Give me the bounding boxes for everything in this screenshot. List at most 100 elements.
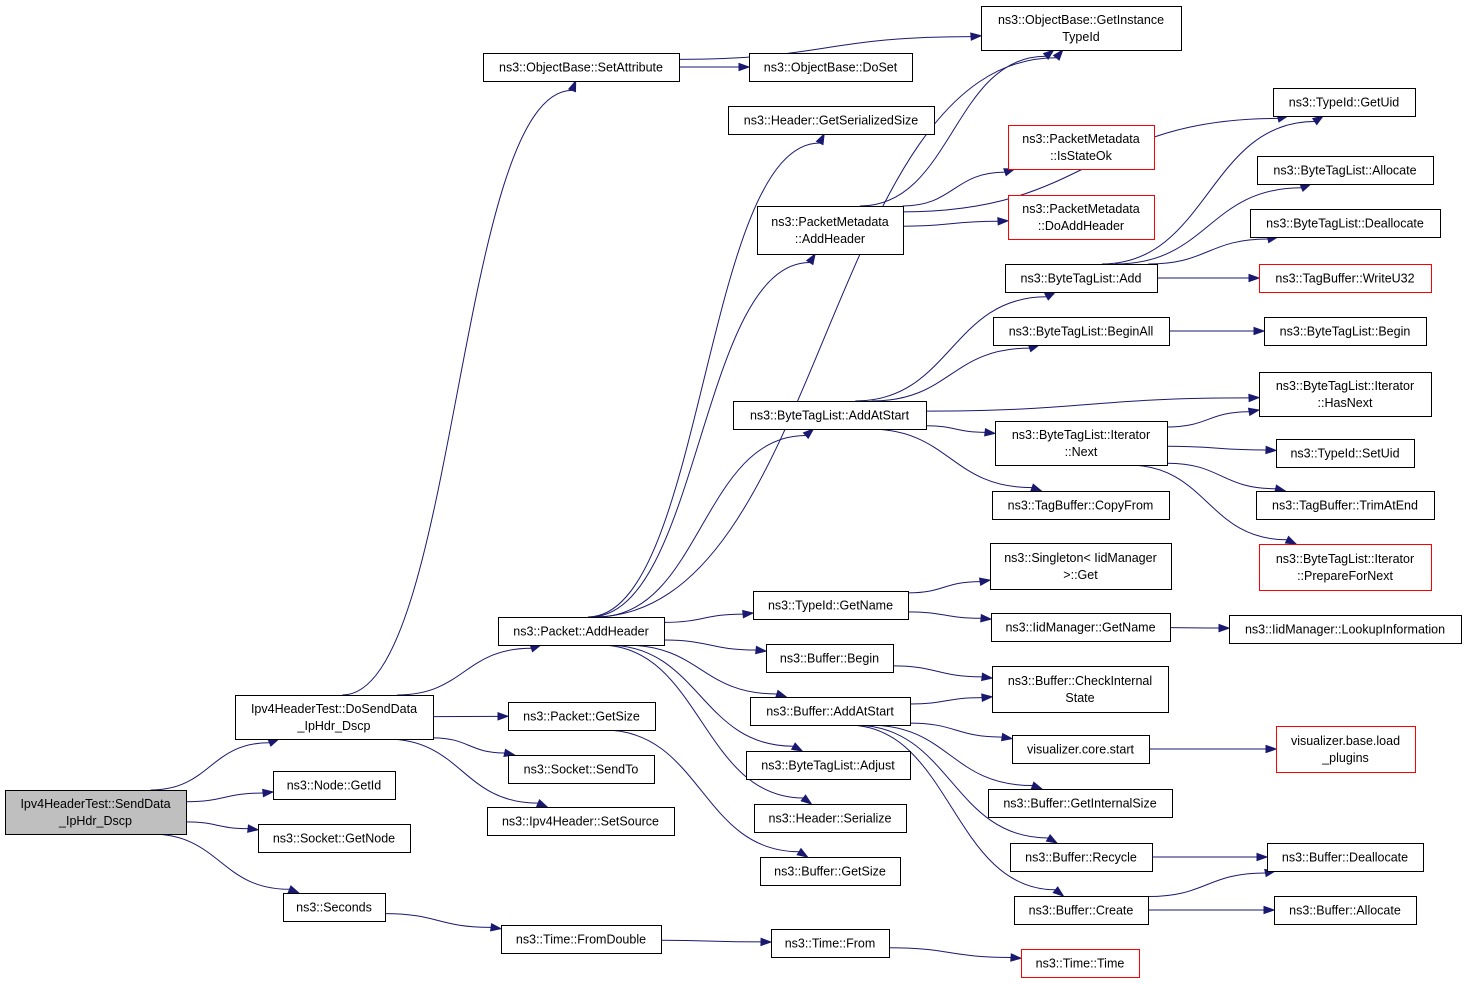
call-edge-pmaddheader-to-getinsttype: [859, 55, 1046, 207]
node-tbwrite[interactable]: ns3::TagBuffer::WriteU32: [1259, 264, 1432, 293]
arrowhead: [800, 794, 813, 805]
node-btladjust[interactable]: ns3::ByteTagList::Adjust: [746, 751, 911, 780]
node-btlbegin[interactable]: ns3::ByteTagList::Begin: [1264, 317, 1427, 346]
arrowhead: [805, 252, 816, 266]
node-btlprep[interactable]: ns3::ByteTagList::Iterator::PrepareForNe…: [1259, 544, 1432, 591]
node-label: ns3::IidManager::LookupInformation: [1245, 623, 1445, 637]
node-label: ns3::ByteTagList::Add: [1021, 272, 1142, 286]
node-bufcreate[interactable]: ns3::Buffer::Create: [1014, 896, 1149, 925]
node-btlalloc[interactable]: ns3::ByteTagList::Allocate: [1257, 156, 1434, 185]
node-btlhasnext[interactable]: ns3::ByteTagList::Iterator::HasNext: [1259, 372, 1432, 417]
node-visbase[interactable]: visualizer.base.load_plugins: [1276, 726, 1416, 773]
node-pmisstate[interactable]: ns3::PacketMetadata::IsStateOk: [1008, 125, 1155, 170]
call-edge-pktaddheader-to-typeidgetname: [663, 613, 744, 623]
node-iidlookup[interactable]: ns3::IidManager::LookupInformation: [1229, 615, 1462, 644]
node-label: ns3::ObjectBase::SetAttribute: [499, 61, 663, 75]
node-btlnext[interactable]: ns3::ByteTagList::Iterator::Next: [995, 421, 1168, 466]
call-edge-pktaddheader-to-btladjust: [606, 644, 794, 747]
node-bufgetsize[interactable]: ns3::Buffer::GetSize: [760, 857, 901, 886]
node-box: [988, 789, 1173, 818]
arrowhead: [984, 427, 997, 437]
node-btlbeginall[interactable]: ns3::ByteTagList::BeginAll: [993, 317, 1170, 346]
arrowhead: [981, 672, 994, 682]
node-typeidsetuid[interactable]: ns3::TypeId::SetUid: [1276, 439, 1415, 468]
node-label: ns3::Buffer::Deallocate: [1282, 851, 1408, 865]
node-label: ns3::ByteTagList::Allocate: [1273, 164, 1416, 178]
node-typeidgetuid[interactable]: ns3::TypeId::GetUid: [1273, 88, 1416, 117]
node-label: ns3::ByteTagList::Adjust: [761, 759, 895, 773]
node-pmaddheader[interactable]: ns3::PacketMetadata::AddHeader: [757, 206, 904, 255]
node-label: ns3::TypeId::GetName: [768, 599, 893, 613]
call-nodes: Ipv4HeaderTest::SendData_IpHdr_Dscp Ipv4H…: [5, 6, 1462, 978]
node-setattr[interactable]: ns3::ObjectBase::SetAttribute: [483, 53, 680, 82]
node-btladdatstart[interactable]: ns3::ByteTagList::AddAtStart: [733, 401, 927, 430]
node-nodegetid[interactable]: ns3::Node::GetId: [273, 771, 396, 800]
arrowhead: [1265, 445, 1278, 455]
call-edge-dosend-to-pktaddheader: [397, 647, 532, 696]
node-timefromdouble[interactable]: ns3::Time::FromDouble: [501, 925, 662, 954]
arrowhead: [815, 132, 825, 146]
node-pktaddheader[interactable]: ns3::Packet::AddHeader: [498, 617, 665, 646]
node-label: ns3::PacketMetadata: [1022, 202, 1139, 216]
node-label: ns3::Header::Serialize: [769, 812, 892, 826]
node-seconds[interactable]: ns3::Seconds: [283, 893, 386, 922]
node-label: ns3::Ipv4Header::SetSource: [502, 815, 659, 829]
call-edge-root-to-nodegetid: [185, 792, 264, 803]
node-tbtrim[interactable]: ns3::TagBuffer::TrimAtEnd: [1256, 491, 1435, 520]
arrowhead: [1253, 326, 1266, 336]
call-edge-typeidgetname-to-singleton: [907, 581, 981, 594]
node-typeidgetname[interactable]: ns3::TypeId::GetName: [753, 591, 909, 620]
arrowhead: [1218, 623, 1231, 633]
node-hdrgetser[interactable]: ns3::Header::GetSerializedSize: [728, 106, 935, 135]
node-singleton[interactable]: ns3::Singleton< IidManager>::Get: [990, 543, 1172, 590]
node-timetime[interactable]: ns3::Time::Time: [1021, 949, 1140, 978]
arrowhead: [1311, 115, 1325, 126]
node-viscore[interactable]: visualizer.core.start: [1012, 735, 1150, 764]
node-root[interactable]: Ipv4HeaderTest::SendData_IpHdr_Dscp: [5, 790, 187, 835]
node-label: ns3::Socket::GetNode: [273, 832, 395, 846]
call-edge-pktaddheader-to-hdrser: [599, 644, 804, 799]
node-label: TypeId: [1062, 30, 1100, 44]
node-box: [733, 401, 927, 430]
node-pmdoadd[interactable]: ns3::PacketMetadata::DoAddHeader: [1008, 195, 1155, 240]
node-bufbegin[interactable]: ns3::Buffer::Begin: [766, 644, 894, 673]
node-label: ns3::Packet::GetSize: [523, 710, 640, 724]
arrowhead: [997, 217, 1010, 226]
node-label: ::PrepareForNext: [1297, 569, 1393, 583]
node-dosend[interactable]: Ipv4HeaderTest::DoSendData_IpHdr_Dscp: [235, 695, 434, 740]
call-edge-btladdatstart-to-btlhasnext: [925, 397, 1250, 412]
call-edge-btladdatstart-to-btlbeginall: [871, 347, 1030, 402]
node-box: [501, 925, 662, 954]
call-edge-btladdatstart-to-btladd: [855, 296, 1047, 402]
node-doset[interactable]: ns3::ObjectBase::DoSet: [749, 53, 913, 82]
node-bufalloc[interactable]: ns3::Buffer::Allocate: [1274, 896, 1417, 925]
node-label: ns3::ByteTagList::Iterator: [1276, 552, 1414, 566]
node-box: [1259, 264, 1432, 293]
node-bufgetint[interactable]: ns3::Buffer::GetInternalSize: [988, 789, 1173, 818]
node-iidgetname[interactable]: ns3::IidManager::GetName: [991, 613, 1171, 642]
node-box: [753, 591, 909, 620]
node-box: [498, 617, 665, 646]
node-label: _plugins: [1321, 751, 1369, 765]
node-tbcopyfrom[interactable]: ns3::TagBuffer::CopyFrom: [992, 491, 1170, 520]
node-bufaddatstart[interactable]: ns3::Buffer::AddAtStart: [750, 697, 911, 726]
arrowhead: [1265, 744, 1278, 754]
node-btldealloc[interactable]: ns3::ByteTagList::Deallocate: [1250, 209, 1441, 238]
node-label: ns3::Buffer::Recycle: [1025, 851, 1137, 865]
node-socksendto[interactable]: ns3::Socket::SendTo: [508, 755, 655, 784]
node-box: [981, 6, 1182, 51]
node-label: ns3::Buffer::GetInternalSize: [1003, 797, 1156, 811]
node-timefrom[interactable]: ns3::Time::From: [771, 929, 890, 958]
node-btladd[interactable]: ns3::ByteTagList::Add: [1005, 264, 1158, 293]
node-bufdealloc[interactable]: ns3::Buffer::Deallocate: [1267, 843, 1424, 872]
call-edge-btlnext-to-btlhasnext: [1166, 411, 1250, 428]
node-pktgetsize[interactable]: ns3::Packet::GetSize: [508, 702, 656, 731]
node-bufrecycle[interactable]: ns3::Buffer::Recycle: [1010, 843, 1153, 872]
call-edge-btlnext-to-tbtrim: [1166, 462, 1276, 490]
node-socketgetnode[interactable]: ns3::Socket::GetNode: [258, 824, 411, 853]
arrowhead: [742, 609, 755, 619]
node-ipv4setsrc[interactable]: ns3::Ipv4Header::SetSource: [487, 807, 675, 836]
node-hdrser[interactable]: ns3::Header::Serialize: [754, 804, 907, 833]
